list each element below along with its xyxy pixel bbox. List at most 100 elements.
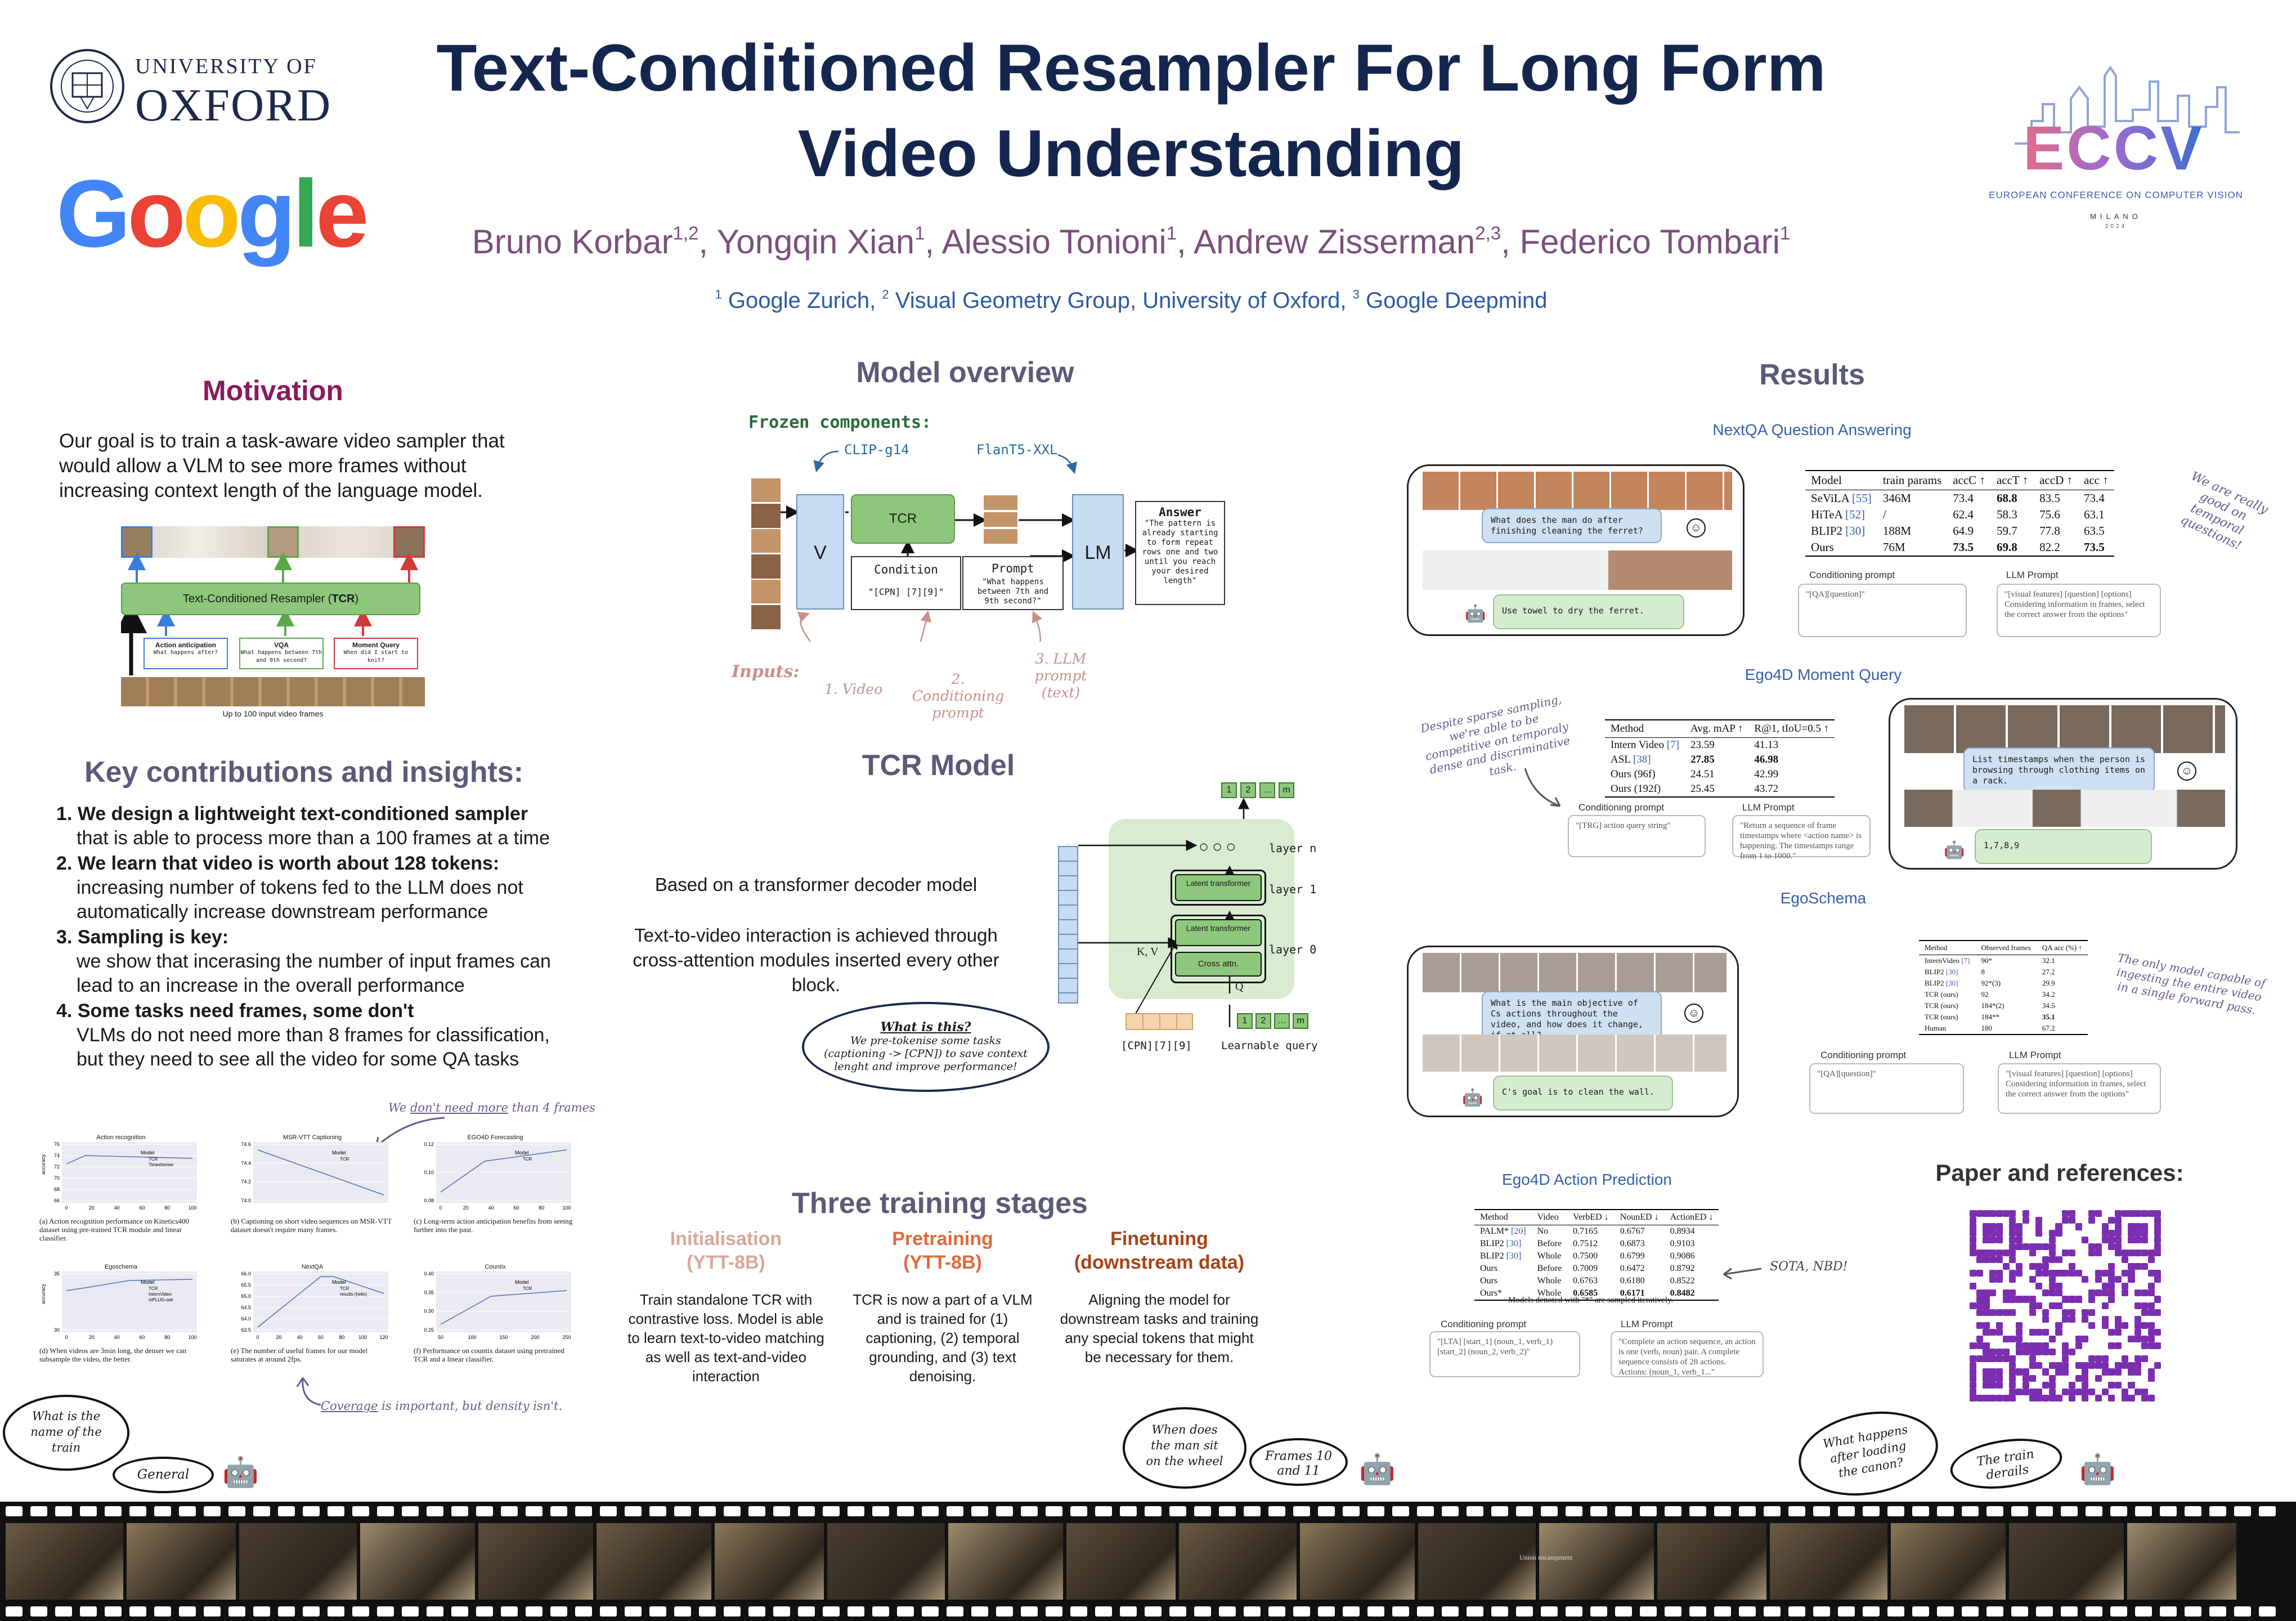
film-hole — [724, 1606, 741, 1616]
film-hole — [1739, 1506, 1756, 1516]
moment-cond-label: Conditioning prompt — [1578, 802, 1665, 813]
citation: [30] — [1506, 1239, 1522, 1248]
qr-module — [2002, 1262, 2010, 1270]
qr-module — [1995, 1355, 2003, 1363]
qr-module — [2147, 1335, 2155, 1342]
nextqa-llm-label: LLM Prompt — [2006, 570, 2059, 580]
moment-bottom-frames — [1904, 790, 2225, 827]
qr-module — [2095, 1355, 2102, 1363]
film-hole — [922, 1506, 939, 1516]
moment-top-frames — [1904, 705, 2225, 753]
film-hole — [1912, 1606, 1929, 1616]
qr-module — [1970, 1355, 1977, 1363]
plot-ytick: 70 — [54, 1175, 60, 1181]
table-cell: 73.5 — [2078, 539, 2114, 557]
qr-module — [2108, 1296, 2115, 1303]
qr-module — [1983, 1223, 1990, 1230]
film-hole — [526, 1506, 542, 1516]
coverage-arrow — [296, 1377, 321, 1406]
author-list: Bruno Korbar1,2, Yongqin Xian1, Alessio … — [472, 222, 1791, 261]
plot-xtick: 0 — [65, 1335, 68, 1340]
film-hole — [402, 1506, 419, 1516]
qr-module — [2101, 1283, 2109, 1290]
qr-module — [1989, 1368, 1997, 1376]
citation: [7] — [1666, 739, 1679, 751]
film-hole — [2061, 1506, 2078, 1516]
citation: [30] — [1845, 524, 1866, 538]
eccv-logo[interactable]: ECCV EUROPEAN CONFERENCE ON COMPUTER VIS… — [1958, 65, 2262, 234]
vision-encoder-box[interactable]: V — [796, 494, 844, 610]
qr-module — [2068, 1262, 2076, 1270]
qr-module — [1989, 1309, 1997, 1316]
paper-qr-code[interactable] — [1970, 1210, 2162, 1402]
plot-ytick: 30 — [54, 1327, 60, 1333]
film-hole — [179, 1506, 196, 1516]
qr-module — [1983, 1329, 1990, 1336]
qr-module — [2035, 1262, 2043, 1270]
frames-caption: Up to 100 input video frames — [222, 709, 324, 718]
qr-module — [2048, 1250, 2056, 1257]
google-logo[interactable]: Google — [56, 158, 369, 270]
table-cell-model: BLIP2 [30] — [1474, 1250, 1532, 1262]
oxford-logo[interactable]: UNIVERSITY OF OXFORD — [48, 44, 352, 134]
qr-module — [2147, 1269, 2155, 1277]
qr-module — [2068, 1388, 2076, 1395]
qr-module — [2022, 1216, 2029, 1224]
user-icon: ☺ — [1684, 1004, 1703, 1023]
qr-module — [2029, 1342, 2036, 1349]
qr-module — [2002, 1395, 2010, 1402]
qr-module — [2108, 1368, 2115, 1376]
plot-legend-entry: TCR — [149, 1157, 158, 1162]
qr-module — [2048, 1395, 2056, 1402]
qr-module — [1983, 1381, 1990, 1389]
qr-module — [2022, 1381, 2029, 1389]
qr-module — [2035, 1216, 2043, 1224]
plot-ytick: 74 — [54, 1153, 60, 1158]
tcr-box[interactable]: TCR — [851, 494, 955, 544]
qr-module — [1976, 1289, 1983, 1296]
action-llm-prompt: "Complete an action sequence, an action … — [1611, 1331, 1764, 1377]
qr-module — [1989, 1355, 1997, 1363]
qr-module — [2002, 1210, 2010, 1217]
qr-module — [2055, 1256, 2062, 1264]
qr-module — [2035, 1349, 2043, 1356]
contribution-bold: Some tasks need frames, some don't — [77, 1000, 414, 1022]
film-hole — [1244, 1606, 1261, 1616]
condition-title: Condition — [874, 563, 938, 576]
qr-module — [2108, 1243, 2115, 1250]
qr-module — [2062, 1349, 2069, 1356]
sota-arrow — [1723, 1268, 1762, 1280]
qr-module — [2128, 1236, 2135, 1244]
plot-legend-entry: TCR — [523, 1157, 532, 1162]
qr-module — [2075, 1269, 2082, 1277]
table-cell-model: Ours — [1805, 539, 1877, 557]
qr-module — [2016, 1342, 2023, 1349]
qr-module — [1976, 1250, 1983, 1257]
qr-module — [1976, 1269, 1983, 1277]
plot-xtick: 150 — [499, 1335, 508, 1340]
qr-module — [2154, 1250, 2162, 1257]
stage-sub: (YTT-8B) — [687, 1252, 765, 1273]
qr-module — [2082, 1315, 2089, 1323]
lm-box[interactable]: LM — [1072, 494, 1124, 610]
table-cell: Before — [1537, 1239, 1562, 1248]
qr-module — [2029, 1302, 2036, 1310]
qr-module — [2147, 1210, 2155, 1217]
qr-module — [2009, 1216, 2016, 1224]
qr-module — [2141, 1230, 2148, 1237]
qr-module — [2055, 1289, 2062, 1296]
model-name: BLIP2 — [1925, 979, 1944, 987]
kv-label: K, V — [1137, 946, 1159, 958]
author: Andrew Zisserman2,3 — [1194, 222, 1501, 261]
qr-module — [2002, 1250, 2010, 1257]
qr-module — [2035, 1302, 2043, 1310]
qr-module — [2154, 1236, 2162, 1244]
table-cell: 69.8 — [1990, 539, 2034, 557]
egoschema-title: EgoSchema — [1780, 889, 1867, 907]
oxford-line2: OXFORD — [135, 79, 332, 131]
